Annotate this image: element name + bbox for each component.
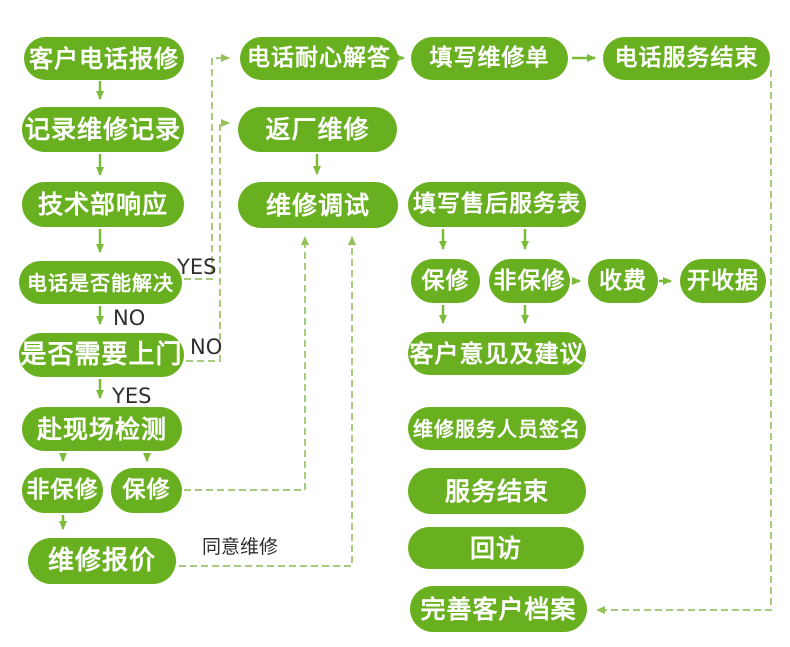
node-phone-answer: 电话耐心解答: [240, 37, 398, 80]
edge-label-phone-solvable-yes: YES: [177, 255, 217, 279]
node-service-end: 服务结束: [408, 468, 586, 514]
node-issue-receipt: 开收据: [680, 259, 766, 303]
dashed-warranty-to-debug: [184, 236, 309, 491]
node-complete-archive: 完善客户档案: [410, 586, 587, 632]
node-repair-quote: 维修报价: [28, 538, 176, 584]
node-warranty-left: 保修: [111, 468, 182, 513]
edge-label-need-onsite-yes: YES: [112, 384, 152, 408]
edge-label-agree-repair: 同意维修: [202, 536, 279, 558]
node-customer-feedback: 客户意见及建议: [408, 332, 586, 375]
node-warranty-right: 保修: [411, 259, 480, 303]
node-need-onsite: 是否需要上门: [19, 333, 184, 377]
edge-label-phone-solvable-no: NO: [113, 306, 146, 330]
dashed-yes-to-phone-answer: [184, 54, 230, 280]
node-charge: 收费: [588, 259, 658, 303]
node-follow-up: 回访: [408, 527, 584, 569]
node-onsite-check: 赴现场检测: [22, 407, 182, 451]
edge-label-need-onsite-no: NO: [190, 335, 223, 359]
node-staff-signature: 维修服务人员签名: [408, 407, 586, 450]
dashed-service-end-to-archive: [596, 70, 772, 614]
dashed-quote-to-debug: [179, 236, 356, 567]
node-non-warranty-right: 非保修: [489, 259, 570, 303]
node-phone-service-end: 电话服务结束: [603, 37, 770, 80]
dashed-no-to-factory-repair: [186, 119, 230, 362]
node-factory-repair: 返厂维修: [238, 107, 397, 152]
node-tech-response: 技术部响应: [22, 182, 184, 227]
node-fill-repair-order: 填写维修单: [411, 37, 568, 80]
node-customer-call: 客户电话报修: [24, 37, 184, 80]
node-phone-solvable: 电话是否能解决: [19, 261, 182, 304]
node-non-warranty-left: 非保修: [22, 468, 103, 513]
node-record-repair: 记录维修记录: [22, 107, 184, 152]
node-repair-debug: 维修调试: [238, 182, 398, 228]
node-fill-service-form: 填写售后服务表: [408, 182, 586, 227]
